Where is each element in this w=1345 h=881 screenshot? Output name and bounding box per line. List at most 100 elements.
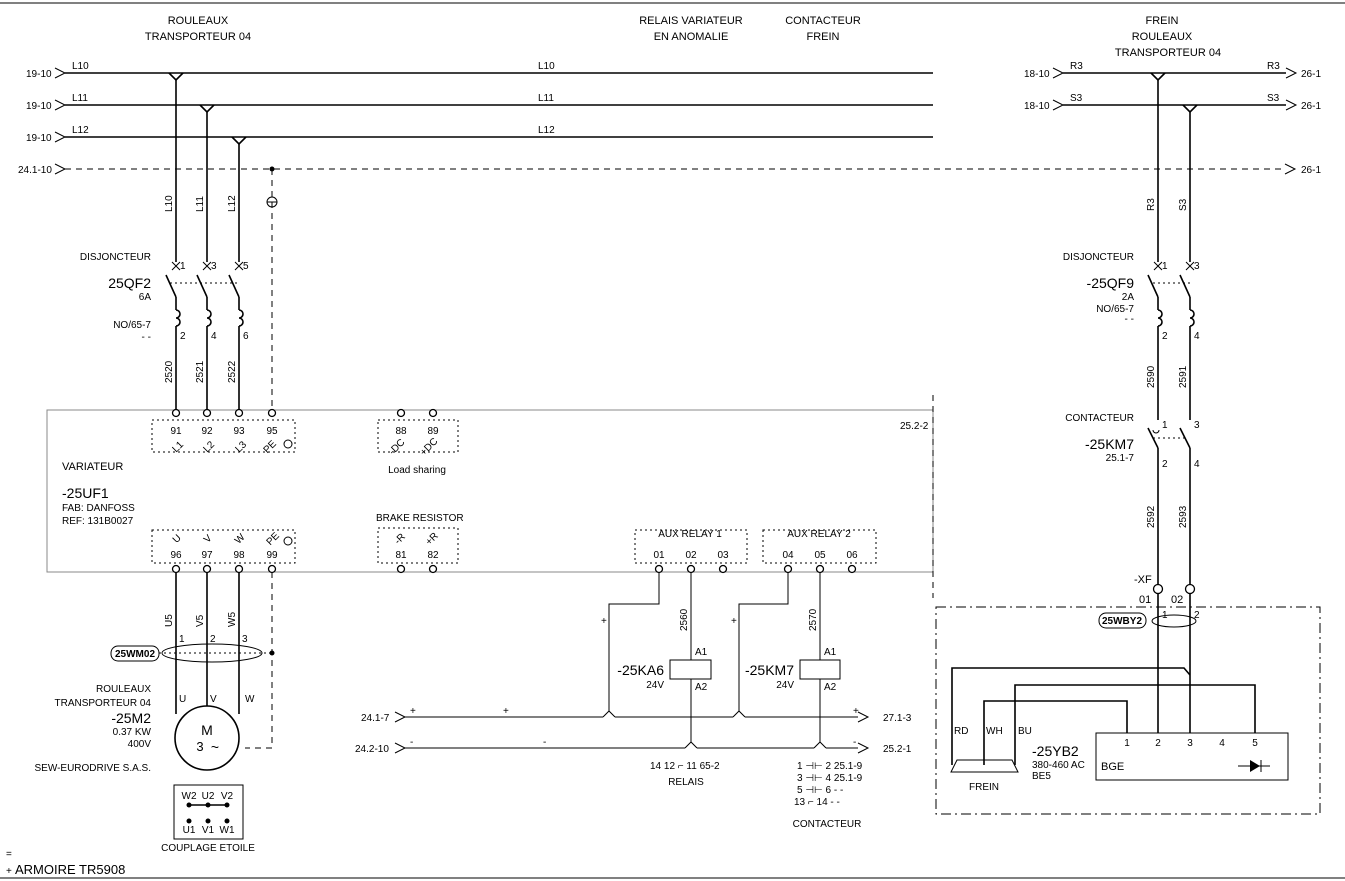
relay-a1: A1	[695, 647, 708, 658]
motor-term: U	[179, 694, 186, 705]
breaker-tag: 25QF2	[108, 275, 151, 291]
aux-term: 03	[717, 550, 729, 561]
term-num: 92	[201, 426, 213, 437]
bus-name: S3	[1070, 93, 1083, 104]
xf-tag: -XF	[1134, 574, 1152, 586]
breaker-25qf2: DISJONCTEUR 25QF2 6A NO/65-7 - - 1	[80, 252, 249, 410]
vfd-25uf1: 25.2-2 VARIATEUR -25UF1 FAB: DANFOSS REF…	[46, 408, 934, 574]
bge-term: 3	[1187, 738, 1193, 749]
ctrl-ref: 24.2-10	[355, 744, 389, 755]
breaker-term: 3	[211, 261, 217, 272]
contactor-ref: 25.1-7	[1106, 453, 1135, 464]
brake-term: 81	[395, 550, 407, 561]
bge-label: BGE	[1101, 761, 1124, 773]
breaker-rating: 2A	[1122, 292, 1135, 303]
motor-wire: U5	[164, 614, 175, 627]
relay-tag: -25KM7	[745, 662, 794, 678]
brake-title: BRAKE RESISTOR	[376, 513, 464, 524]
dc-term: 88	[395, 426, 407, 437]
bus-l12: 19-10 L12 L12	[26, 125, 933, 144]
contactor-term: 4	[1194, 459, 1200, 470]
bus-name: L10	[72, 61, 89, 72]
vfd-terminal: 95 PE	[262, 408, 293, 456]
ctrl-ref-out: 25.2-1	[883, 744, 912, 755]
star-label: COUPLAGE ETOILE	[161, 843, 255, 854]
brake-name: -R	[393, 532, 408, 547]
vfd-ref: REF: 131B0027	[62, 516, 134, 527]
plus-sign: +	[601, 616, 607, 627]
motor-voltage: 400V	[128, 739, 152, 750]
section-title-contacteur: CONTACTEUR FREIN	[785, 15, 861, 43]
relay-a2: A2	[824, 682, 837, 693]
vfd-title: VARIATEUR	[62, 461, 123, 473]
title-line: ROULEAUX	[168, 15, 229, 27]
star-term: V1	[202, 825, 215, 836]
breaker-ref2: - -	[1125, 314, 1134, 325]
aux-term: 04	[782, 550, 794, 561]
ctrl-ref: 24.1-7	[361, 713, 390, 724]
wire-number: 2522	[227, 360, 238, 383]
aux2-title: AUX RELAY 2	[787, 529, 851, 540]
motor-term-name: U	[171, 533, 184, 546]
motor-phase: 3	[196, 739, 203, 754]
breaker-term: 6	[243, 331, 249, 342]
wire-number: 2593	[1178, 505, 1189, 528]
breaker-term: 2	[180, 331, 186, 342]
brake-voltage: 380-460 AC	[1032, 760, 1085, 771]
plus-sign: +	[731, 616, 737, 627]
motor-term: W	[245, 694, 255, 705]
bus-ref: 18-10	[1024, 69, 1050, 80]
brake-cable-tag: 25WBY2	[1102, 616, 1142, 627]
bus-l10: 19-10 L10 L10	[26, 61, 933, 80]
control-minus: 24.2-10 25.2-1 - - -	[355, 737, 912, 755]
star-term: V2	[221, 791, 234, 802]
bus-name-out: R3	[1267, 61, 1280, 72]
relay-voltage: 24V	[776, 680, 794, 691]
wire-label: L10	[164, 195, 175, 212]
breaker-pole	[196, 261, 212, 410]
term-name: L3	[233, 439, 249, 455]
section-title-relais: RELAIS VARIATEUR EN ANOMALIE	[639, 15, 743, 43]
vfd-fab: FAB: DANFOSS	[62, 503, 135, 514]
relay-wire: 2570	[808, 608, 819, 631]
breaker-term: 1	[1162, 261, 1168, 272]
relay-voltage: 24V	[646, 680, 664, 691]
aux-term: 02	[685, 550, 697, 561]
plus-sign: +	[853, 706, 859, 717]
cable-core: 2	[210, 634, 216, 645]
bge-term: 2	[1155, 738, 1161, 749]
motor-term-name: PE	[265, 530, 282, 547]
breaker-term: 2	[1162, 331, 1168, 342]
cable-core: 3	[242, 634, 248, 645]
pe-ref-out: 26-1	[1301, 165, 1321, 176]
minus-sign: -	[410, 737, 413, 748]
motor-icon	[174, 705, 240, 771]
brake-term: 82	[427, 550, 439, 561]
earth-icon	[283, 536, 293, 546]
cabinet-name: ARMOIRE TR5908	[15, 862, 125, 877]
motor-title: TRANSPORTEUR 04	[54, 698, 151, 709]
term-name: L1	[170, 439, 186, 455]
wire-number: 2590	[1146, 365, 1157, 388]
motor-term: V	[210, 694, 217, 705]
minus-sign: -	[853, 737, 856, 748]
wire-number: 2520	[164, 360, 175, 383]
breaker-term: 3	[1194, 261, 1200, 272]
footer-prefix: =	[6, 849, 12, 860]
star-term: U1	[183, 825, 196, 836]
title-line: FREIN	[1146, 15, 1179, 27]
title-line: ROULEAUX	[1132, 31, 1193, 43]
relay-label: CONTACTEUR	[793, 819, 862, 830]
bus-s3: 18-10 S3 S3 26-1	[1024, 93, 1321, 112]
aux-term: 01	[653, 550, 665, 561]
vfd-page-ref: 25.2-2	[900, 421, 929, 432]
vfd-terminal: 92 L2	[201, 408, 217, 455]
wire-label: R3	[1146, 198, 1157, 211]
breaker-pole	[228, 261, 244, 410]
footer-prefix2: +	[6, 866, 12, 877]
brake-cable-core: 1	[1162, 610, 1168, 621]
minus-sign: -	[543, 737, 546, 748]
wire-label: L11	[195, 196, 206, 212]
relay-contact-row: 3 ⊣⊢ 4 25.1-9	[797, 773, 863, 784]
